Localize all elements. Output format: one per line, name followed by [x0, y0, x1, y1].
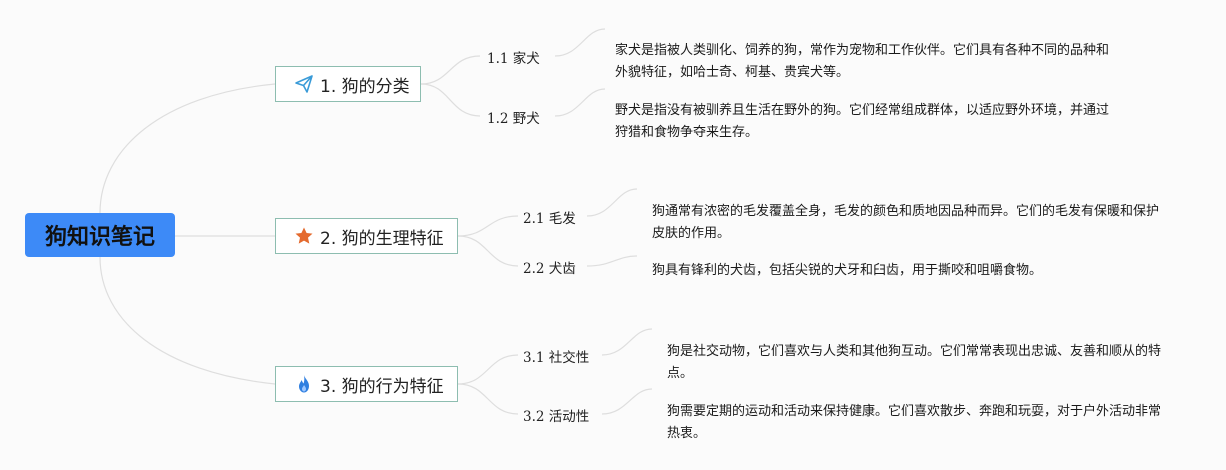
leaf-note-text: 野犬是指没有被驯养且生活在野外的狗。它们经常组成群体，以适应野外环境，并通过狩猎… [615, 103, 1110, 140]
connector-branch1-sub2 [420, 83, 481, 117]
sub-node-label: 1.2 野犬 [487, 111, 540, 127]
leaf-note-text: 狗具有锋利的犬齿，包括尖锐的犬牙和臼齿，用于撕咬和咀嚼食物。 [652, 263, 1043, 278]
sub-node-label: 2.1 毛发 [523, 211, 576, 227]
sub-node-label: 2.2 犬齿 [523, 261, 576, 277]
connector-sub11-leaf [554, 28, 606, 57]
leaf-note-text: 家犬是指被人类驯化、饲养的狗，常作为宠物和工作伙伴。它们具有各种不同的品种和外貌… [615, 43, 1110, 80]
connector-sub22-leaf [586, 255, 638, 267]
connector-sub32-leaf [601, 388, 653, 415]
leaf-note-text: 狗通常有浓密的毛发覆盖全身，毛发的颜色和质地因品种而异。它们的毛发有保暖和保护皮… [652, 204, 1160, 241]
branch-node-label: 2. 狗的生理特征 [320, 228, 444, 249]
sub-node-wild-dog[interactable]: 1.2 野犬 [487, 107, 540, 127]
connector-branch2-sub1 [457, 215, 519, 237]
sub-node-fur[interactable]: 2.1 毛发 [523, 207, 576, 227]
leaf-note-wild-dog[interactable]: 野犬是指没有被驯养且生活在野外的狗。它们经常组成群体，以适应野外环境，并通过狩猎… [615, 100, 1115, 144]
root-node-label: 狗知识笔记 [44, 225, 155, 250]
branch-node-label: 1. 狗的分类 [320, 76, 410, 97]
leaf-note-activity[interactable]: 狗需要定期的运动和活动来保持健康。它们喜欢散步、奔跑和玩耍，对于户外活动非常热衷… [667, 401, 1167, 445]
sub-node-label: 1.1 家犬 [487, 51, 540, 67]
connector-sub31-leaf [601, 328, 653, 356]
branch-node-label: 3. 狗的行为特征 [320, 376, 444, 397]
sub-node-activity[interactable]: 3.2 活动性 [523, 405, 589, 425]
root-node[interactable]: 狗知识笔记 [25, 213, 175, 257]
branch-node-behavior[interactable]: 3. 狗的行为特征 [275, 366, 458, 402]
connector-sub12-leaf [554, 88, 606, 117]
connector-sub21-leaf [586, 188, 638, 217]
leaf-note-fur[interactable]: 狗通常有浓密的毛发覆盖全身，毛发的颜色和质地因品种而异。它们的毛发有保暖和保护皮… [652, 201, 1162, 245]
leaf-note-domestic-dog[interactable]: 家犬是指被人类驯化、饲养的狗，常作为宠物和工作伙伴。它们具有各种不同的品种和外貌… [615, 40, 1115, 84]
connector-root-branch-3 [99, 256, 276, 385]
connector-branch3-sub1 [457, 354, 519, 385]
sub-node-sociality[interactable]: 3.1 社交性 [523, 346, 589, 366]
leaf-note-text: 狗是社交动物，它们喜欢与人类和其他狗互动。它们常常表现出忠诚、友善和顺从的特点。 [667, 344, 1162, 381]
fire-icon [294, 374, 314, 394]
connector-branch1-sub1 [420, 55, 481, 85]
sub-node-label: 3.2 活动性 [523, 409, 590, 425]
leaf-note-teeth[interactable]: 狗具有锋利的犬齿，包括尖锐的犬牙和臼齿，用于撕咬和咀嚼食物。 [652, 260, 1172, 282]
leaf-note-text: 狗需要定期的运动和活动来保持健康。它们喜欢散步、奔跑和玩耍，对于户外活动非常热衷… [667, 404, 1162, 441]
star-icon [294, 226, 314, 246]
sub-node-teeth[interactable]: 2.2 犬齿 [523, 257, 576, 277]
paper-plane-icon [294, 74, 314, 94]
branch-node-classification[interactable]: 1. 狗的分类 [275, 66, 421, 102]
leaf-note-sociality[interactable]: 狗是社交动物，它们喜欢与人类和其他狗互动。它们常常表现出忠诚、友善和顺从的特点。 [667, 341, 1167, 385]
sub-node-domestic-dog[interactable]: 1.1 家犬 [487, 47, 540, 67]
connector-branch2-sub2 [457, 235, 519, 267]
branch-node-physiology[interactable]: 2. 狗的生理特征 [275, 218, 458, 254]
sub-node-label: 3.1 社交性 [523, 350, 590, 366]
connector-root-branch-1 [99, 83, 276, 214]
connector-branch3-sub2 [457, 383, 519, 415]
